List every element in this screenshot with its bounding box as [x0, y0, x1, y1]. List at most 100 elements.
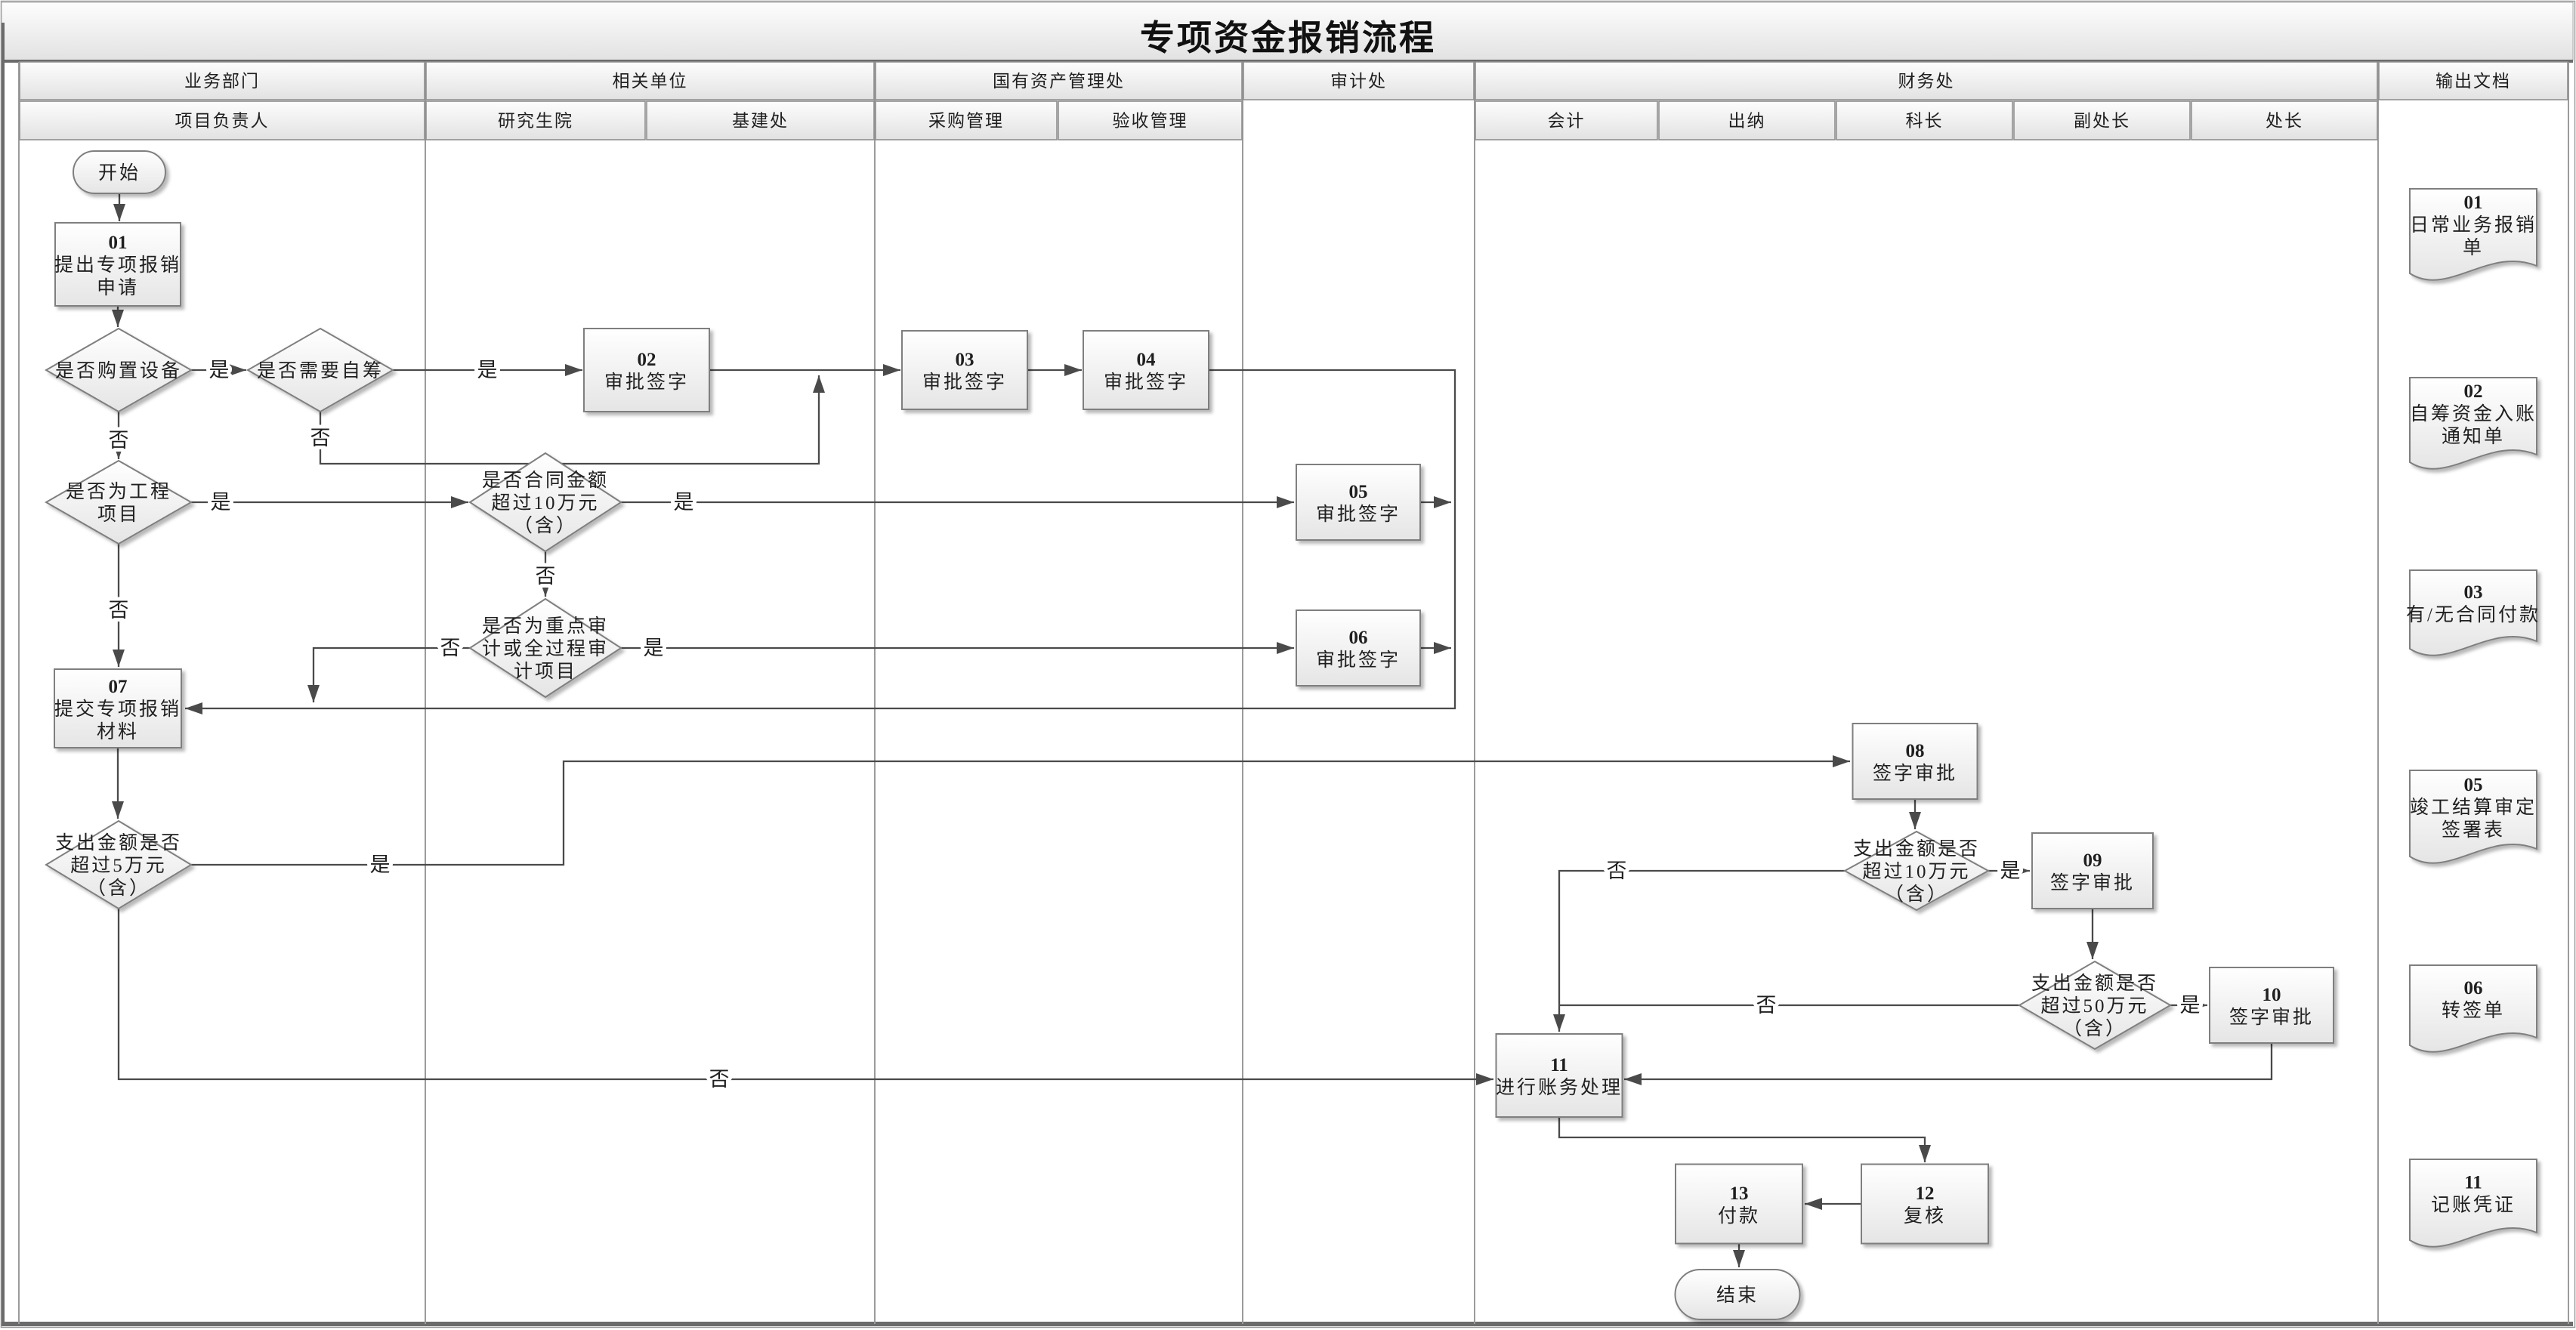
lane-subheader-2-0: [875, 100, 1058, 140]
edge-label-audit-yes-06: 是: [644, 637, 664, 659]
flow-node-start-label-line-0: 开始: [98, 162, 141, 184]
lane-subheader-4-3: [2013, 100, 2191, 140]
flow-node-n07-label-line-2: 材料: [97, 721, 139, 742]
flow-node-end: [1674, 1269, 1801, 1320]
flow-node-n07-label-line-0: 07: [109, 677, 128, 697]
output-document-doc05-label-line-0: 05: [2464, 775, 2483, 795]
flow-node-d-50w-label-line-0: 支出金额是否: [2031, 973, 2158, 994]
flow-node-n09-label-line-1: 签字审批: [2050, 872, 2135, 893]
flow-node-n01-label-line-1: 提出专项报销: [54, 255, 181, 276]
flow-node-d-10w-label-line-0: 支出金额是否: [1853, 838, 1980, 859]
lane-subheader-4-0: [1475, 100, 1658, 140]
edge-label-50w-yes-10: 是: [2180, 994, 2201, 1017]
flow-edge-10-to-11: [1624, 1043, 2273, 1085]
lane-subheader-4-2-label: 科长: [1906, 112, 1944, 131]
flow-edge-5w-yes-08: [191, 755, 1850, 866]
lane-subheader-2-0-label: 采购管理: [928, 112, 1004, 131]
lane-subheader-1-0: [425, 100, 646, 140]
output-document-doc02-label-line-2: 通知单: [2442, 426, 2505, 447]
flow-node-d-project: [44, 459, 193, 545]
flow-edge-self-no-merge: [319, 375, 825, 465]
edge-label-contract-no-audit: 否: [536, 565, 556, 588]
output-document-doc03: [2409, 569, 2537, 656]
flow-node-d-equip-label-line-0: 是否购置设备: [55, 360, 182, 381]
flow-node-n12: [1861, 1163, 1989, 1245]
flow-node-d-audit-label-line-2: 计项目: [514, 661, 577, 682]
flow-node-n05: [1296, 464, 1421, 541]
output-document-doc06-label-line-1: 转签单: [2442, 1000, 2505, 1021]
flow-node-d-50w-label-line-2: （含）: [2063, 1018, 2127, 1039]
edge-label-project-no-07: 否: [109, 599, 129, 622]
flow-node-n01-label-line-0: 01: [109, 233, 128, 253]
flow-node-d-project-label-line-0: 是否为工程: [66, 481, 171, 502]
edge-label-10w-no-11: 否: [1607, 859, 1627, 882]
output-document-doc02: [2409, 377, 2537, 470]
flow-node-n13: [1675, 1163, 1803, 1245]
lane-header-2-label: 国有资产管理处: [993, 72, 1125, 91]
lane-header-3: [1243, 61, 1475, 100]
flow-node-n10-label-line-0: 10: [2262, 985, 2281, 1005]
flow-node-n11: [1495, 1033, 1623, 1118]
flow-edge-5w-no-11: [117, 909, 1493, 1085]
edge-label-5w-no-11: 否: [709, 1068, 730, 1091]
flow-node-n05-label-line-0: 05: [1349, 482, 1368, 502]
flow-edge-11-to-12: [1558, 1117, 1931, 1162]
lane-header-4: [1475, 61, 2378, 100]
lane-subheader-2-1-label: 验收管理: [1113, 112, 1188, 131]
flow-node-d-self: [246, 327, 395, 413]
flow-node-n07: [54, 668, 182, 748]
flow-node-d-5w-label-line-2: （含）: [87, 878, 150, 899]
title-band: [1, 2, 2574, 61]
lane-subheader-1-1: [646, 100, 875, 140]
flow-node-n10-label-line-1: 签字审批: [2229, 1007, 2314, 1028]
flow-node-d-5w-label-line-0: 支出金额是否: [55, 832, 182, 853]
edge-label-equip-yes-self: 是: [209, 359, 230, 381]
flow-node-n08-label-line-1: 签字审批: [1873, 763, 1957, 784]
flow-node-n04: [1083, 330, 1209, 410]
lane-header-3-label: 审计处: [1330, 72, 1387, 91]
lane-subheader-4-3-label: 副处长: [2074, 112, 2130, 131]
lane-header-0: [19, 61, 425, 100]
output-document-doc01-label-line-2: 单: [2463, 237, 2484, 258]
flow-node-start: [73, 150, 166, 194]
flow-node-d-audit-label-line-1: 计或全过程审: [482, 638, 609, 659]
lane-header-5-label: 输出文档: [2435, 72, 2511, 91]
flow-node-d-equip: [44, 327, 193, 413]
page-title: 专项资金报销流程: [1140, 19, 1436, 57]
flow-edge-audit-no-merge: [307, 646, 470, 702]
edge-label-self-no-merge: 否: [310, 427, 331, 449]
flow-node-d-10w-label-line-1: 超过10万元: [1862, 861, 1970, 882]
edge-label-5w-yes-08: 是: [370, 853, 391, 876]
output-document-doc02-label-line-0: 02: [2464, 381, 2483, 402]
flow-node-n01: [54, 222, 181, 307]
flow-node-n05-label-line-1: 审批签字: [1316, 504, 1401, 525]
flow-node-n13-label-line-0: 13: [1730, 1183, 1749, 1204]
flow-node-n11-label-line-1: 进行账务处理: [1496, 1077, 1623, 1098]
output-document-doc05-label-line-1: 竣工结算审定: [2410, 797, 2537, 818]
output-document-doc02-label-line-1: 自筹资金入账: [2410, 403, 2537, 424]
flow-node-n13-label-line-1: 付款: [1718, 1205, 1760, 1227]
lane-header-2: [875, 61, 1243, 100]
lane-subheader-1-1-label: 基建处: [732, 112, 789, 131]
flow-node-n08-label-line-0: 08: [1906, 741, 1925, 761]
output-document-doc03-label-line-1: 有/无合同付款: [2406, 604, 2540, 625]
output-document-doc11: [2409, 1159, 2537, 1248]
flow-node-n10: [2209, 967, 2334, 1044]
output-document-doc06: [2409, 964, 2537, 1053]
flow-node-d-audit-label-line-0: 是否为重点审: [482, 616, 609, 637]
output-document-doc03-label-line-0: 03: [2464, 582, 2483, 603]
flow-node-n02-label-line-1: 审批签字: [604, 372, 689, 393]
flow-node-d-contract-label-line-1: 超过10万元: [491, 492, 599, 514]
flow-node-n04-label-line-0: 04: [1137, 350, 1157, 370]
flow-edge-04-merge-to-07: [185, 369, 1456, 714]
flow-node-n11-label-line-0: 11: [1550, 1055, 1568, 1075]
flow-node-n03-label-line-0: 03: [956, 350, 974, 370]
flow-node-d-project-label-line-1: 项目: [97, 505, 140, 525]
flow-node-d-contract-label-line-0: 是否合同金额: [482, 470, 609, 491]
flow-node-d-contract-label-line-2: （含）: [514, 515, 577, 536]
lane-subheader-4-1-label: 出纳: [1728, 112, 1766, 131]
flow-node-d-self-label-line-0: 是否需要自筹: [257, 360, 384, 381]
flow-node-n06-label-line-0: 06: [1349, 628, 1368, 648]
